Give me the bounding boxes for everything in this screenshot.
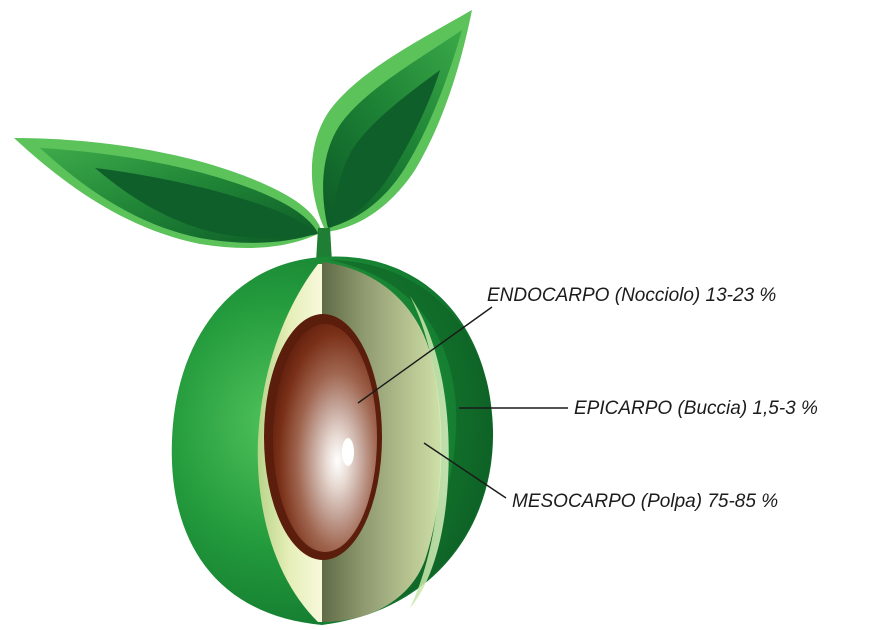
seed-endocarp bbox=[273, 324, 377, 552]
left-leaf bbox=[14, 138, 322, 248]
right-leaf bbox=[312, 10, 472, 232]
label-mesocarp: MESOCARPO (Polpa) 75-85 % bbox=[512, 492, 778, 511]
label-endocarp: ENDOCARPO (Nocciolo) 13-23 % bbox=[487, 286, 776, 305]
label-epicarp: EPICARPO (Buccia) 1,5-3 % bbox=[574, 399, 818, 418]
